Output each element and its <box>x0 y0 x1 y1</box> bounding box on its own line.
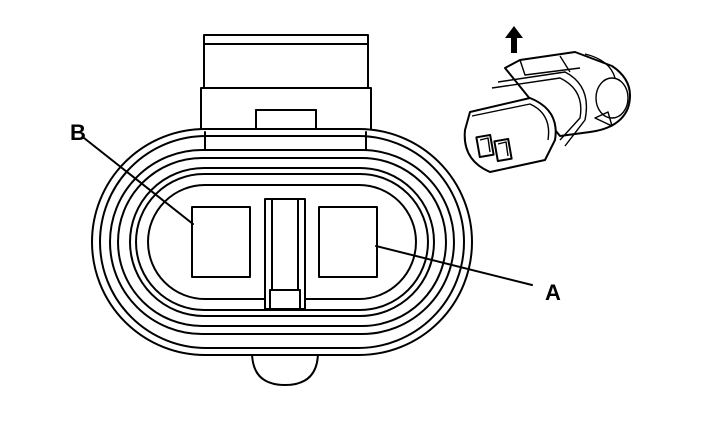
terminal-cavity-a <box>318 206 378 278</box>
bottom-tab <box>251 351 319 386</box>
leader-line-a <box>375 245 533 286</box>
label-a: A <box>545 280 561 305</box>
up-arrow-icon <box>505 26 523 53</box>
terminal-cavity-b <box>191 206 251 278</box>
top-latch <box>200 34 372 133</box>
leader-line-b <box>83 137 194 225</box>
connector-isometric-icon <box>463 51 631 173</box>
label-b: B <box>70 120 86 145</box>
center-divider <box>264 198 306 310</box>
